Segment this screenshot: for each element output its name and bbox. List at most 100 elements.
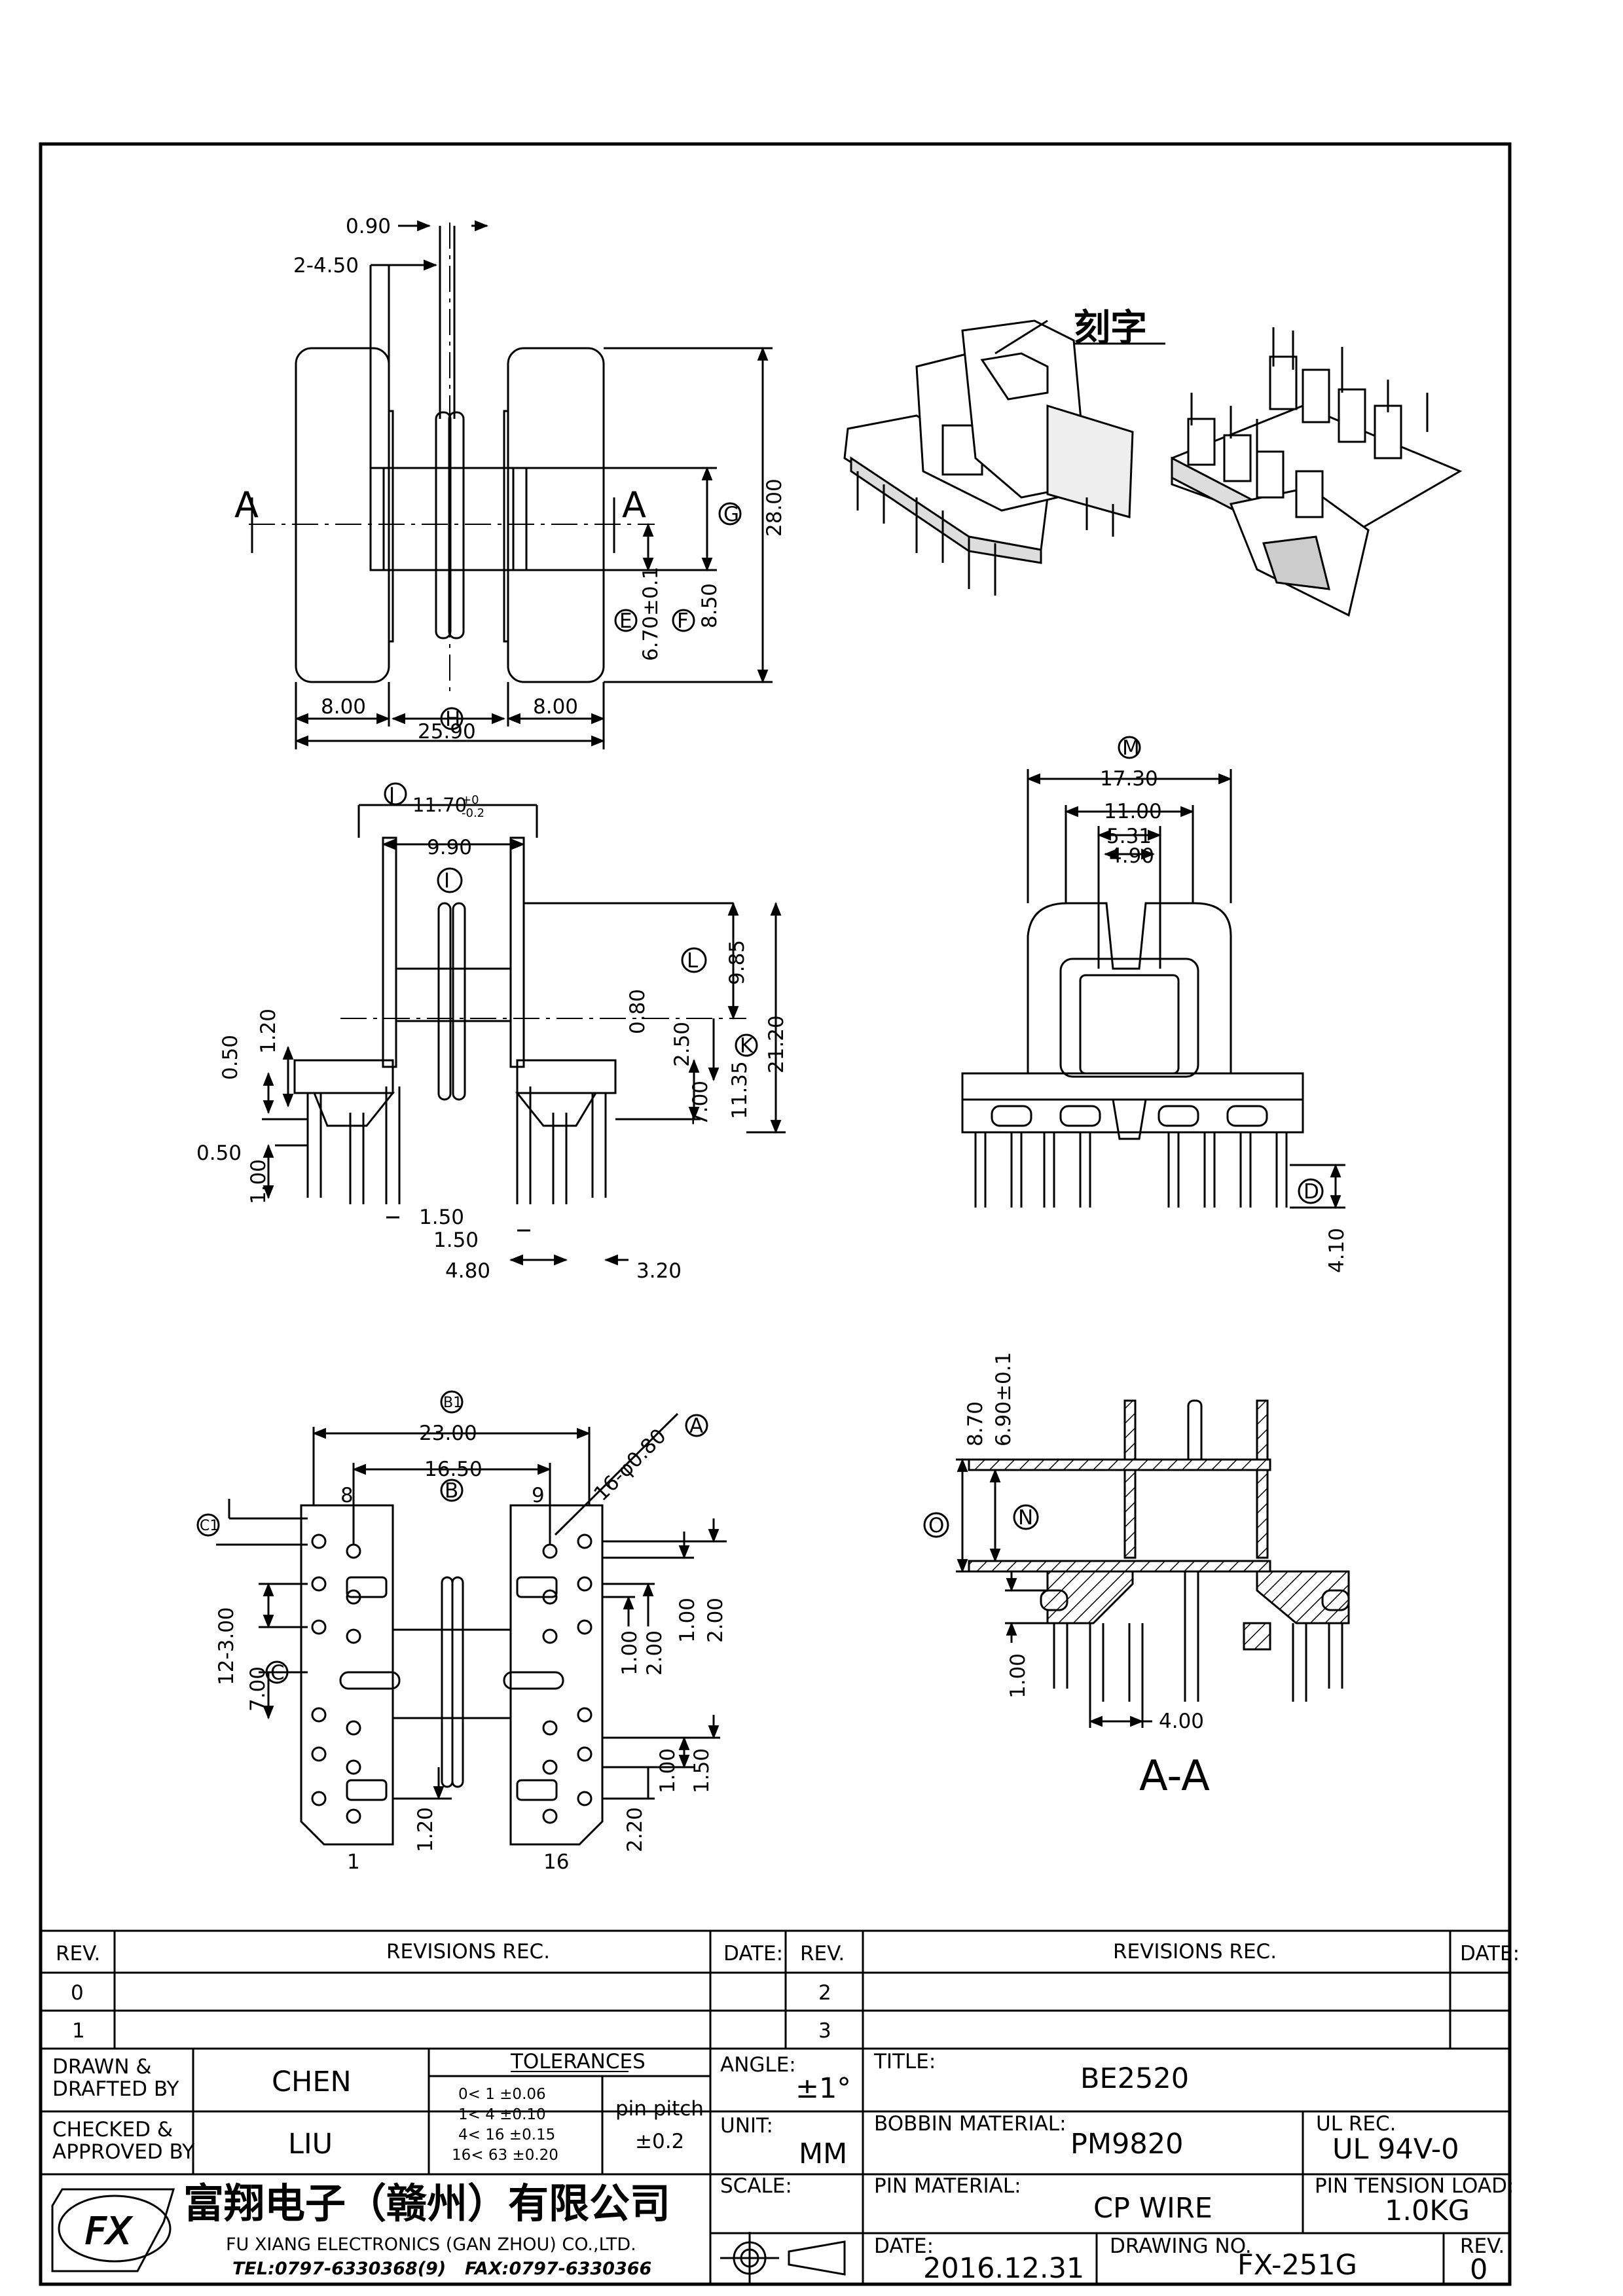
label-f: F <box>677 609 689 633</box>
dim-23-00: 23.00 <box>419 1422 477 1445</box>
section-caption: A-A <box>1139 1752 1210 1801</box>
dim-8-00-right: 8.00 <box>533 695 578 719</box>
top-view <box>249 220 773 749</box>
label-c1: C1 <box>200 1518 219 1534</box>
dim-1-20: 1.20 <box>414 1807 437 1852</box>
dim-11-00: 11.00 <box>1104 800 1162 823</box>
engraving-label: 刻字 <box>1074 307 1147 350</box>
dim-0-50-a: 0.50 <box>219 1035 242 1080</box>
dim-11-70-tol-plus: +0 <box>462 793 479 807</box>
dim-4-90: 4.90 <box>1109 844 1154 868</box>
section-label-right: A <box>622 484 646 526</box>
pin-16: 16 <box>543 1850 569 1874</box>
dim-11-70: 11.70 <box>412 794 467 816</box>
dim-12-3-00: 12-3.00 <box>215 1607 238 1685</box>
rev-0: 0 <box>71 1981 84 2005</box>
dim-5-31: 5.31 <box>1106 825 1152 848</box>
date-label: DATE: <box>874 2234 934 2258</box>
front-view-text: M 17.30 11.00 5.31 4.90 D 4.10 <box>1100 736 1349 1273</box>
title-block: REV. REVISIONS REC. DATE: REV. REVISIONS… <box>52 1940 1520 2286</box>
dim-25-90: 25.90 <box>418 720 476 744</box>
pin-tension-value: 1.0KG <box>1385 2195 1470 2227</box>
dim-9-90: 9.90 <box>427 836 472 859</box>
pin-pitch-label: pin pitch <box>615 2097 704 2121</box>
dim-6-90: 6.90±0.1 <box>992 1352 1015 1446</box>
bobbin-material-label: BOBBIN MATERIAL: <box>874 2112 1067 2136</box>
dim-16-phi: 16-φ0.80 <box>589 1424 671 1506</box>
date-header-right: DATE: <box>1460 1942 1520 1965</box>
dim-1-20: 1.20 <box>257 1009 280 1054</box>
pin-8: 8 <box>340 1484 354 1507</box>
dim-28-00: 28.00 <box>763 478 786 537</box>
pin-tension-label: PIN TENSION LOAD: <box>1315 2174 1514 2198</box>
drawing-no-label: DRAWING NO. <box>1110 2234 1252 2258</box>
ul-rec-label: UL REC. <box>1316 2112 1396 2136</box>
drawn-label: DRAWN &DRAFTED BY <box>52 2055 179 2101</box>
sheet-border <box>39 142 1512 2286</box>
dim-6-70: 6.70±0.1 <box>639 567 663 661</box>
dim-2-50: 2.50 <box>670 1022 694 1067</box>
company-tel: TEL:0797-6330368(9) <box>232 2259 446 2279</box>
label-c: C <box>270 1661 285 1685</box>
bobbin-material-value: PM9820 <box>1070 2128 1183 2161</box>
pin-material-label: PIN MATERIAL: <box>874 2174 1021 2198</box>
dim-2-4-50: 2-4.50 <box>293 254 359 278</box>
label-j: J <box>388 783 395 807</box>
unit-label: UNIT: <box>720 2114 773 2138</box>
dim-1-50-b: 1.50 <box>433 1229 479 1252</box>
angle-label: ANGLE: <box>720 2053 796 2077</box>
dim-7-00: 7.00 <box>689 1081 712 1126</box>
projection-symbol-icon <box>720 2232 846 2284</box>
title-value: BE2520 <box>1080 2062 1189 2095</box>
title-block-lines <box>41 1929 1510 2284</box>
dim-2-20: 2.20 <box>623 1807 647 1852</box>
dim-1-50-a: 1.50 <box>419 1206 464 1229</box>
label-k: K <box>740 1034 754 1058</box>
company-name-en: FU XIANG ELECTRONICS (GAN ZHOU) CO.,LTD. <box>226 2234 636 2255</box>
dim-8-50: 8.50 <box>698 583 721 628</box>
dim-8-00-left: 8.00 <box>321 695 366 719</box>
dim-16-50: 16.50 <box>424 1458 483 1481</box>
dim-21-20: 21.20 <box>765 1015 788 1073</box>
section-label-left: A <box>234 484 259 526</box>
label-o: O <box>928 1514 944 1537</box>
dim-0-90: 0.90 <box>346 215 391 238</box>
unit-value: MM <box>799 2138 847 2170</box>
dim-1-50: 1.50 <box>690 1748 714 1793</box>
label-h: H <box>445 708 460 731</box>
label-e: E <box>619 609 632 633</box>
angle-value: ±1° <box>795 2072 851 2105</box>
label-n: N <box>1018 1506 1033 1530</box>
rev-value: 0 <box>1470 2253 1487 2286</box>
revisions-header-right: REVISIONS REC. <box>1113 1940 1277 1964</box>
label-b: B <box>445 1479 458 1503</box>
date-header-left: DATE: <box>723 1942 783 1965</box>
rev-header-right: REV. <box>800 1942 845 1965</box>
dim-1-00-a: 1.00 <box>618 1630 642 1676</box>
pin-1: 1 <box>347 1850 360 1874</box>
drawn-value: CHEN <box>272 2066 352 2098</box>
isometric-view-right <box>1171 327 1463 617</box>
section-view <box>923 1399 1350 1728</box>
pin-material-value: CP WIRE <box>1093 2192 1213 2225</box>
rev-3: 3 <box>818 2019 831 2043</box>
dim-8-70: 8.70 <box>964 1401 987 1446</box>
dim-1-00-c: 1.00 <box>656 1748 680 1793</box>
side-view <box>262 782 786 1266</box>
bottom-view-text: B1 23.00 A 16.50 B 16-φ0.80 8 9 C1 12-3.… <box>200 1395 727 1874</box>
label-m: M <box>1122 736 1140 760</box>
label-d: D <box>1304 1180 1319 1204</box>
tolerances-label: TOLERANCES <box>510 2050 646 2073</box>
dim-11-35: 11.35 <box>728 1061 752 1119</box>
pin-pitch-value: ±0.2 <box>635 2130 684 2153</box>
company-logo: FX <box>51 2188 175 2272</box>
checked-value: LIU <box>288 2128 333 2161</box>
dim-7-00: 7.00 <box>246 1666 270 1712</box>
top-view-text: 0.90 2-4.50 28.00 8.50 6.70±0.1 8.00 8.0… <box>234 215 786 744</box>
tolerance-row-4: 16< 63 ±0.20 <box>452 2147 558 2164</box>
dim-4-10: 4.10 <box>1325 1228 1349 1273</box>
revisions-header-left: REVISIONS REC. <box>386 1940 550 1964</box>
ul-rec-value: UL 94V-0 <box>1332 2133 1459 2166</box>
dim-3-20: 3.20 <box>636 1259 682 1283</box>
dim-9-85: 9.85 <box>725 940 749 985</box>
